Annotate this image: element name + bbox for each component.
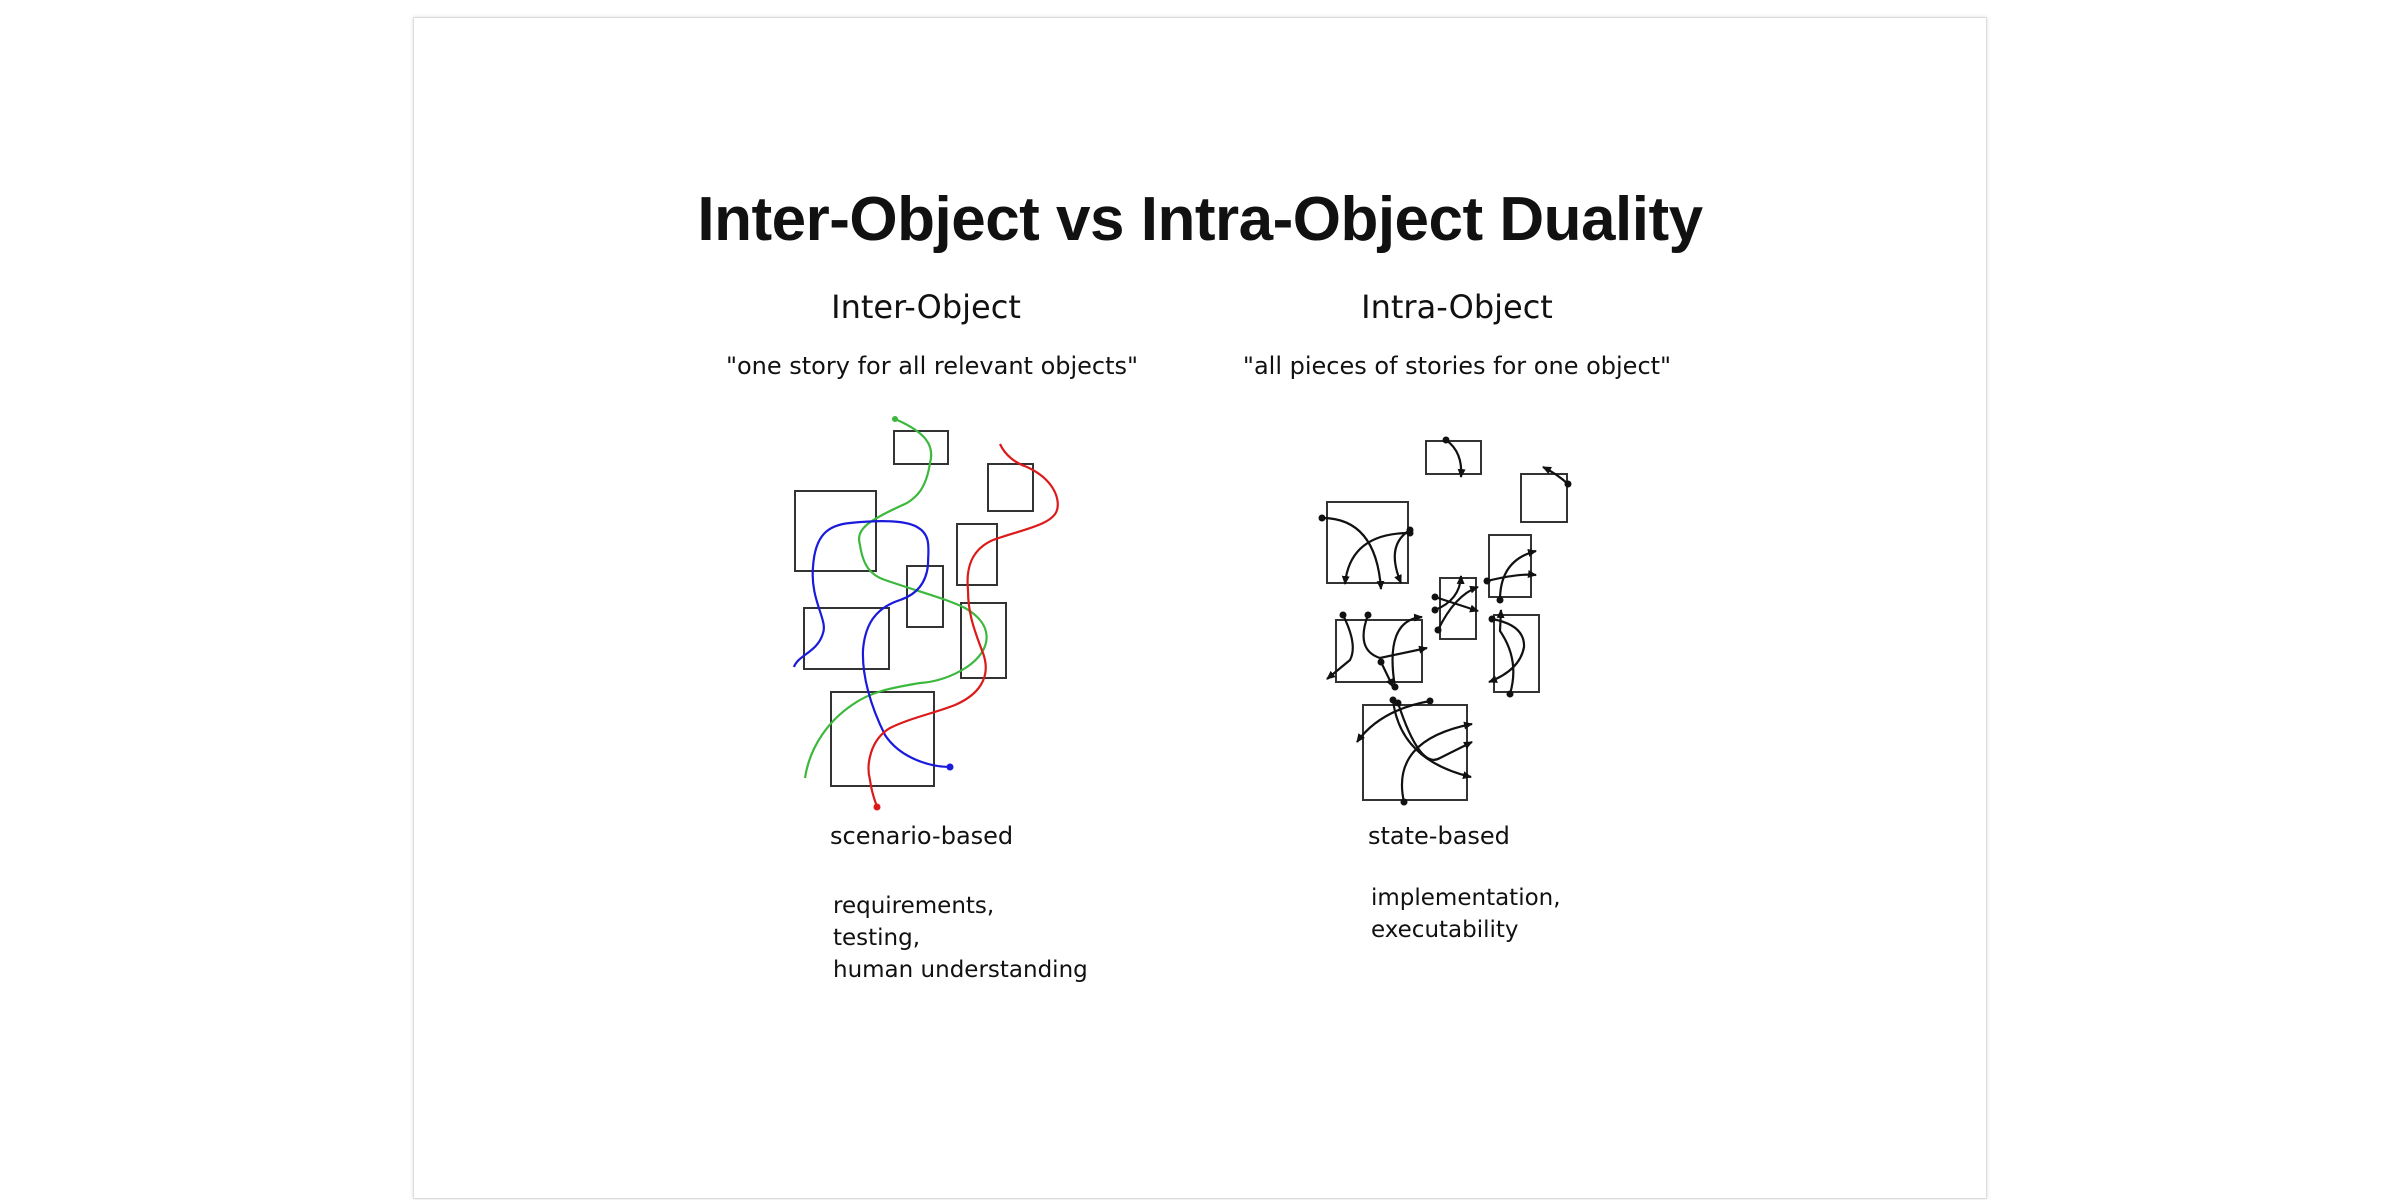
blue-end-dot: [946, 763, 954, 771]
inter-object-heading: Inter-Object: [831, 288, 1021, 326]
use-item: testing,: [833, 925, 921, 951]
intra-object-heading: Intra-Object: [1361, 288, 1553, 326]
blue-scenario-line: [792, 520, 951, 769]
green-scenario-line: [803, 417, 988, 779]
inter-object-uses: requirements, testing, human understandi…: [833, 890, 1088, 986]
inter-object-boxes: [794, 430, 1034, 787]
inter-object-quote: "one story for all relevant objects": [725, 352, 1139, 380]
object-box: [794, 490, 877, 572]
object-box: [1520, 473, 1568, 523]
object-box: [987, 463, 1034, 512]
object-box: [803, 607, 890, 670]
object-box: [830, 691, 935, 787]
use-item: implementation,: [1371, 885, 1561, 911]
red-end-dot: [873, 803, 881, 811]
use-item: requirements,: [833, 893, 995, 919]
use-item: executability: [1371, 917, 1519, 943]
slide-title: Inter-Object vs Intra-Object Duality: [697, 185, 1703, 254]
object-box: [956, 523, 998, 586]
slide-card: [413, 17, 1987, 1199]
intra-object-boxes: [1326, 440, 1568, 801]
intra-object-uses: implementation, executability: [1371, 882, 1561, 946]
state-based-label: state-based: [1368, 822, 1510, 850]
state-transitions: [1318, 436, 1572, 806]
red-scenario-line: [867, 443, 1059, 808]
green-start-dot: [892, 416, 898, 422]
object-box: [893, 430, 949, 465]
intra-object-quote: "all pieces of stories for one object": [1242, 352, 1672, 380]
use-item: human understanding: [833, 957, 1088, 983]
scenario-based-label: scenario-based: [830, 822, 1014, 850]
